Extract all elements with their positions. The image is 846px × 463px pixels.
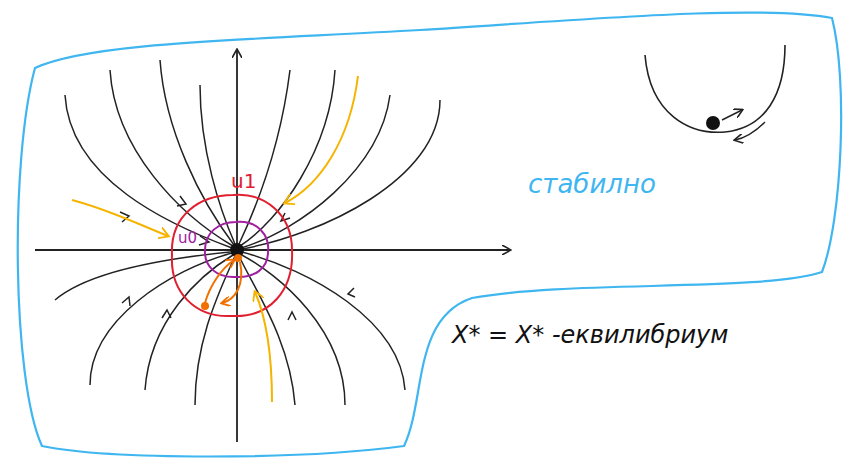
- trajectories: [55, 60, 440, 405]
- note-text: X* = X* -еквилибриум: [452, 322, 728, 348]
- neighbourhood-u1: [172, 195, 292, 316]
- potential-bowl: [645, 45, 785, 132]
- neighbourhood-u0: [205, 222, 268, 277]
- orange-trajectories: [72, 76, 358, 402]
- neighbourhood-label: u1: [231, 170, 256, 192]
- region-outline: [18, 13, 841, 457]
- ball: [706, 116, 720, 130]
- note-text: стабилно: [528, 170, 656, 199]
- neighbourhood-label: u0: [178, 230, 197, 247]
- x-axis: [35, 249, 510, 251]
